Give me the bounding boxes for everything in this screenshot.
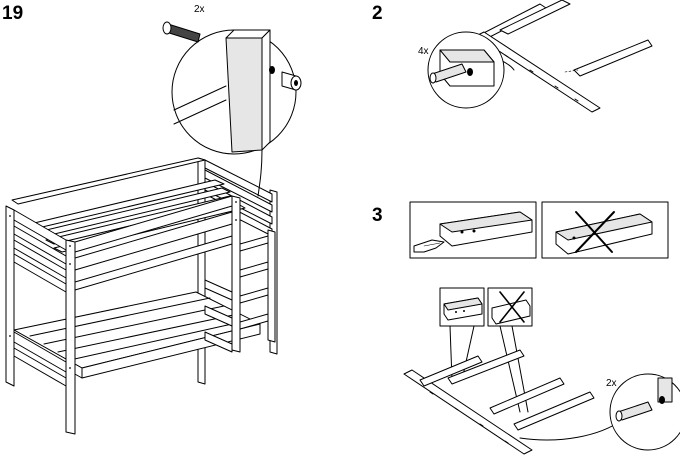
inset-incorrect (487, 287, 533, 327)
magnifier-step3 (609, 373, 680, 451)
step2-frame (427, 0, 653, 113)
dowel-step19 (162, 21, 201, 43)
step3-frame (403, 349, 623, 455)
front-right-post (65, 239, 76, 435)
step-number-19: 19 (2, 3, 24, 24)
ladder-right-rail (267, 229, 276, 343)
callout-pointer-19 (257, 149, 263, 197)
quantity-label-step3: 2x (606, 378, 617, 389)
inset-correct (439, 287, 485, 327)
panel-correct (409, 201, 537, 259)
step-number-3: 3 (372, 205, 383, 226)
panel-incorrect (541, 201, 669, 259)
quantity-label-step19: 2x (194, 4, 205, 15)
step-number-2: 2 (372, 3, 383, 24)
magnifier-step19 (171, 29, 302, 155)
front-left-post (5, 205, 15, 387)
pointing-hand-icon (413, 239, 445, 253)
bunk-bed-drawing (5, 149, 278, 435)
quantity-label-step2: 4x (418, 46, 429, 57)
